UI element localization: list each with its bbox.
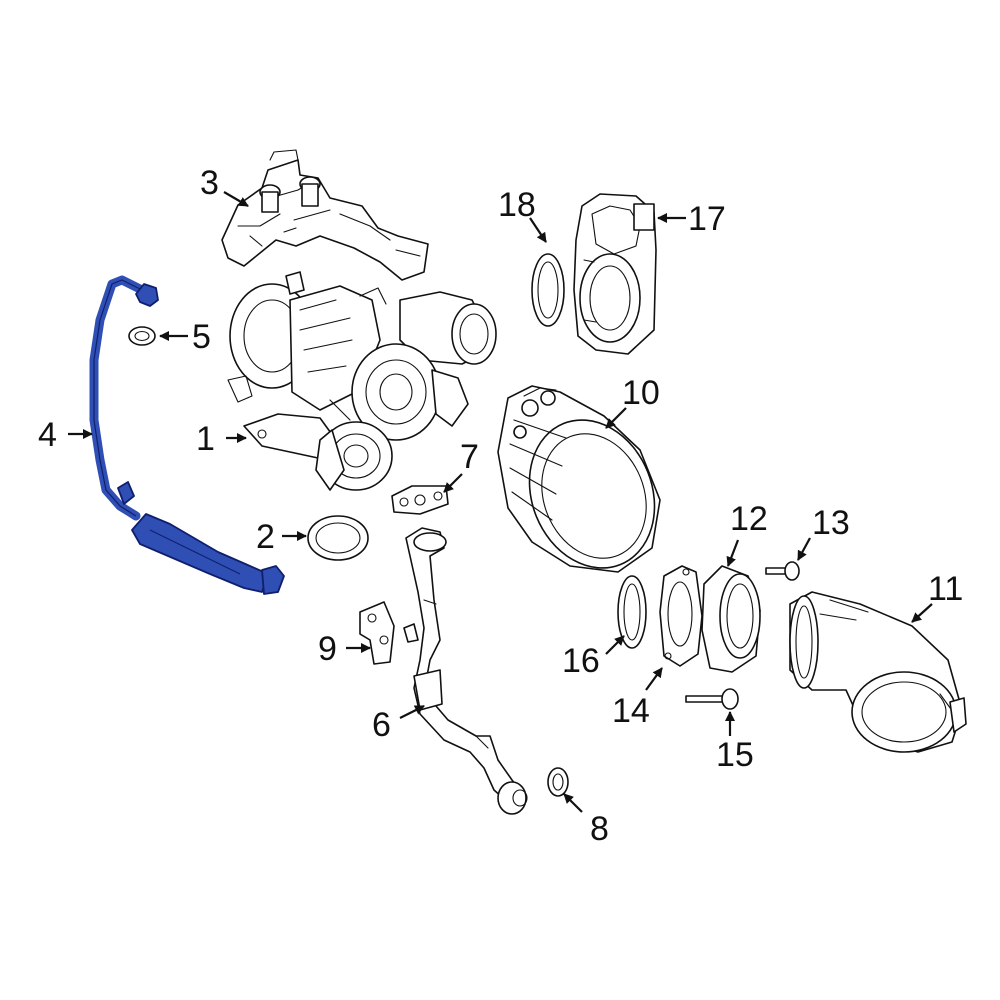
callout-10[interactable]: 10 [622,374,660,412]
part-14-flange-gasket[interactable] [659,565,703,667]
callout-15[interactable]: 15 [716,736,754,774]
callout-labels: 1 2 3 4 5 6 7 8 9 10 11 12 13 14 15 16 1… [38,164,963,848]
part-10-intake-duct[interactable] [497,385,676,587]
part-17-throttle-body[interactable] [573,193,657,355]
callout-9[interactable]: 9 [318,630,337,668]
callout-6[interactable]: 6 [372,706,391,744]
part-9-bracket-plate[interactable] [359,601,395,665]
part-2-gasket[interactable] [307,515,369,561]
part-6-return-pipe[interactable] [403,527,528,815]
callout-3[interactable]: 3 [200,164,219,202]
callout-4[interactable]: 4 [38,416,57,454]
part-3-bracket[interactable] [221,149,429,281]
part-16-seal[interactable] [617,575,647,649]
callout-leaders [68,191,933,813]
part-1-turbocharger[interactable] [227,271,497,491]
callout-13[interactable]: 13 [812,504,850,542]
callout-1[interactable]: 1 [196,420,215,458]
callout-11[interactable]: 11 [928,570,963,608]
part-4-oil-line[interactable] [89,275,285,595]
part-11-elbow-hose[interactable] [789,591,967,753]
callout-8[interactable]: 8 [590,810,609,848]
part-7-flange-gasket[interactable] [391,485,449,515]
part-8-washer[interactable] [547,767,569,797]
callout-18[interactable]: 18 [498,186,536,224]
callout-17[interactable]: 17 [688,200,726,238]
callout-12[interactable]: 12 [730,500,768,538]
callout-14[interactable]: 14 [612,692,650,730]
part-18-gasket[interactable] [531,253,565,327]
part-15-bolt[interactable] [685,688,739,710]
callout-16[interactable]: 16 [562,642,600,680]
part-5-washer[interactable] [128,326,156,346]
part-13-bolt[interactable] [765,561,800,581]
part-12-adapter[interactable] [701,565,761,673]
callout-2[interactable]: 2 [256,518,275,556]
callout-5[interactable]: 5 [192,318,211,356]
callout-7[interactable]: 7 [460,438,479,476]
